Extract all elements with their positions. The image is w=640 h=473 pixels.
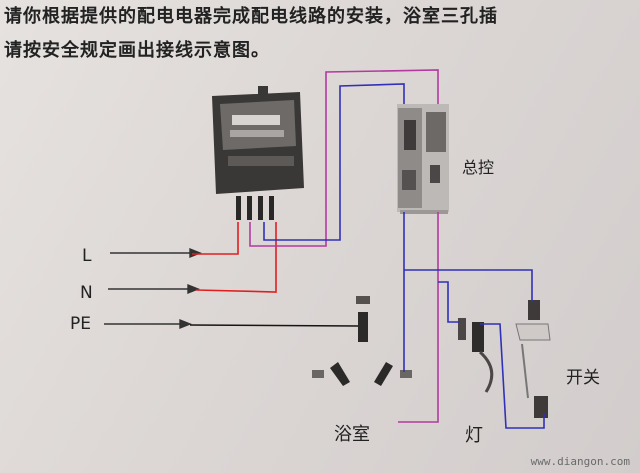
lamp-return: [480, 323, 545, 429]
label-live: L: [82, 246, 92, 266]
lamp-holder: [458, 318, 494, 393]
neutral-wire: [263, 83, 405, 241]
label-switch: 开关: [566, 368, 600, 388]
label-lamp: 灯: [465, 425, 483, 446]
electricity-meter: [212, 86, 304, 220]
watermark: www.diangon.com: [530, 455, 630, 468]
label-neutral: N: [80, 283, 93, 303]
question-line-2: 请按安全规定画出接线示意图。: [4, 40, 270, 61]
label-bathroom-socket: 浴室: [334, 424, 370, 445]
input-arrows: [104, 247, 202, 330]
earth-wire: [189, 324, 359, 327]
question-line-1: 请你根据提供的配电电器完成配电线路的安装，浴室三孔插: [4, 6, 498, 27]
neutral-bus: [404, 269, 533, 302]
bathroom-socket: [312, 296, 412, 386]
label-main-switch: 总控: [462, 158, 495, 177]
lamp-feed: [438, 281, 460, 323]
phase-wire: [249, 69, 439, 247]
switch: [515, 300, 551, 418]
main-breaker: [397, 104, 449, 214]
label-earth: PE: [70, 314, 91, 334]
live-wire: [192, 222, 239, 255]
